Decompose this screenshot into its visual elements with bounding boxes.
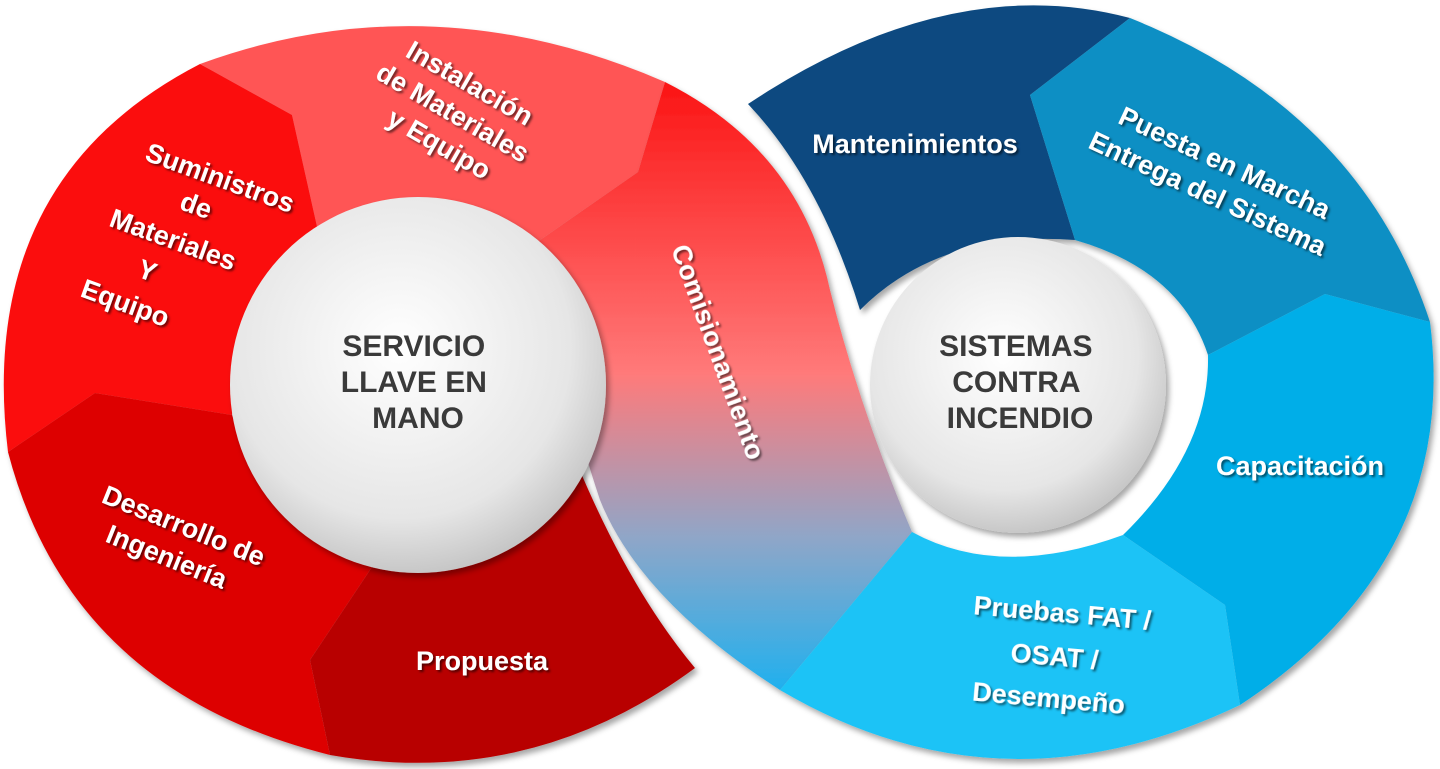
segment-comisionamiento <box>530 82 912 690</box>
segment-desarrollo <box>8 393 380 755</box>
right-hub-label: SISTEMAS CONTRA INCENDIO <box>939 330 1101 435</box>
segment-puesta <box>1030 18 1430 355</box>
right-cycle <box>748 5 1434 759</box>
right-hub-circle <box>870 237 1166 533</box>
segment-mantenimientos <box>748 5 1130 310</box>
label-capacitacion: Capacitación <box>1216 451 1384 481</box>
left-hub-label: SERVICIO LLAVE EN MANO <box>341 330 495 435</box>
left-hub-circle <box>230 197 606 573</box>
segment-pruebas <box>780 532 1240 759</box>
label-mantenimientos: Mantenimientos <box>812 129 1018 159</box>
segment-instalacion <box>200 26 665 248</box>
segment-propuesta <box>310 466 695 763</box>
label-propuesta: Propuesta <box>416 646 549 676</box>
segment-capacitacion <box>1123 294 1434 705</box>
